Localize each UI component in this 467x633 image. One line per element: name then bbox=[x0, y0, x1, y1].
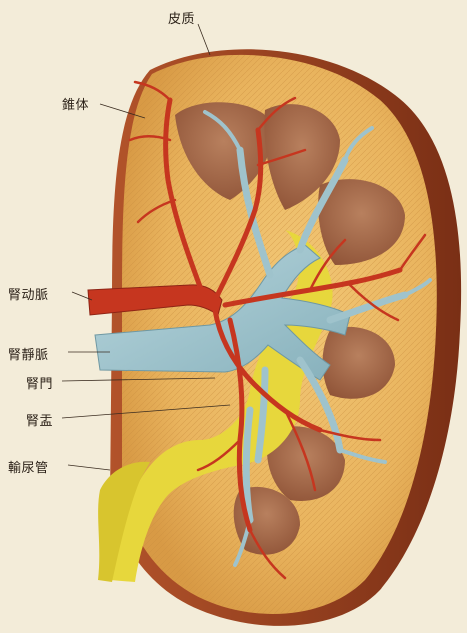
ureter-label: 輸尿管 bbox=[8, 457, 49, 476]
renal-pelvis-label: 腎盂 bbox=[26, 410, 53, 429]
cortex-label: 皮质 bbox=[168, 8, 195, 27]
hilum-label: 腎門 bbox=[26, 373, 53, 392]
renal-artery-label: 腎动脈 bbox=[8, 284, 49, 303]
renal-vein-label: 腎靜脈 bbox=[8, 344, 49, 363]
pyramid-label: 錐体 bbox=[62, 94, 89, 113]
